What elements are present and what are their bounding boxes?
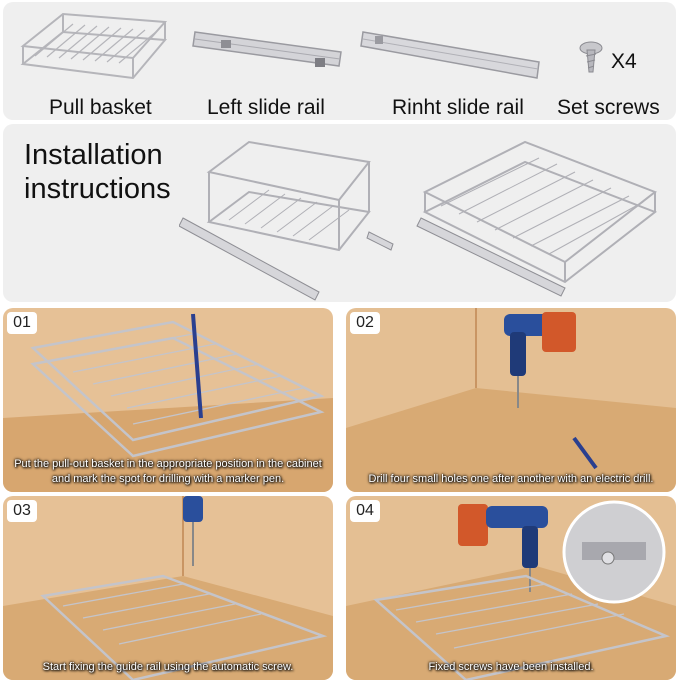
step-03-caption: Start fixing the guide rail using the au… bbox=[42, 661, 294, 673]
set-screws-label: Set screws bbox=[557, 96, 660, 119]
assembled-basket-image bbox=[416, 140, 658, 297]
step-01-caption: Put the pull-out basket in the appropria… bbox=[14, 458, 322, 485]
installation-title-line2: instructions bbox=[24, 173, 171, 205]
pull-basket-image bbox=[20, 12, 168, 80]
step-03-panel: 03 Start fixing the guide rail using the… bbox=[3, 496, 333, 680]
step-04-caption: Fixed screws have been installed. bbox=[428, 661, 594, 673]
pull-basket-label: Pull basket bbox=[49, 96, 152, 119]
step-03-number: 03 bbox=[7, 500, 37, 522]
installation-title-line1: Installation bbox=[24, 139, 163, 171]
step-01-image bbox=[3, 308, 333, 492]
left-slide-rail-label: Left slide rail bbox=[207, 96, 325, 119]
drill-icon bbox=[504, 312, 576, 408]
step-01-number: 01 bbox=[7, 312, 37, 334]
left-slide-rail-image bbox=[192, 31, 342, 67]
drill-icon bbox=[183, 496, 203, 566]
exploded-basket-image bbox=[179, 140, 394, 301]
step-02-number: 02 bbox=[350, 312, 380, 334]
step-02-panel: 02 Drill four small holes one after anot… bbox=[346, 308, 676, 492]
parts-panel: Pull basket Left slide rail Rinht slide … bbox=[3, 2, 676, 120]
step-04-panel: 04 Fixed screws have been installed. bbox=[346, 496, 676, 680]
screw-count: X4 bbox=[611, 50, 637, 73]
step-02-image bbox=[346, 308, 676, 492]
right-slide-rail-image bbox=[360, 31, 540, 79]
drill-icon bbox=[458, 504, 548, 592]
step-03-image bbox=[3, 496, 333, 680]
right-slide-rail-label: Rinht slide rail bbox=[392, 96, 524, 119]
step-01-panel: 01 Put the pull-out basket in the approp… bbox=[3, 308, 333, 492]
step-04-number: 04 bbox=[350, 500, 380, 522]
step-04-image bbox=[346, 496, 676, 680]
installation-panel: Installation instructions bbox=[3, 124, 676, 302]
screw-icon bbox=[579, 41, 603, 73]
step-02-caption: Drill four small holes one after another… bbox=[368, 473, 654, 485]
